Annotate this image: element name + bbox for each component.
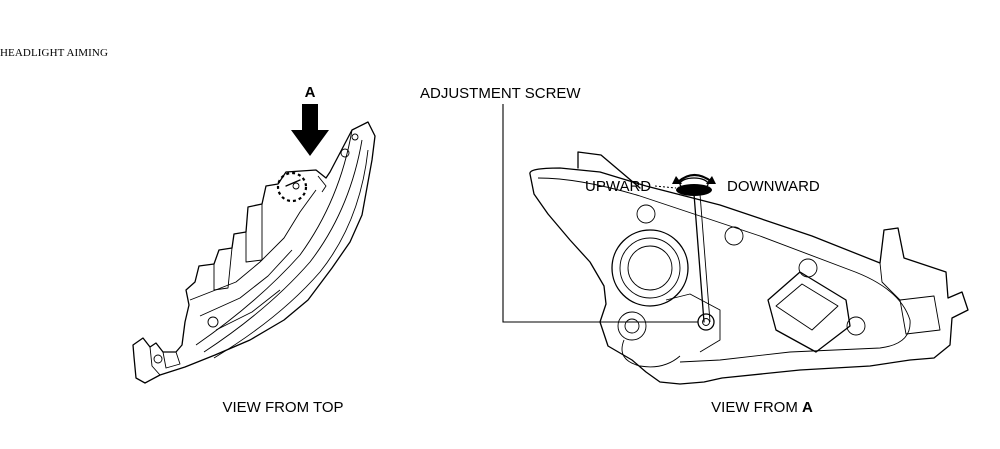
- caption-view-from-a: VIEW FROM A: [711, 399, 813, 416]
- downward-label: DOWNWARD: [727, 178, 820, 195]
- upward-leader: [654, 185, 677, 189]
- caption-view-from-top: VIEW FROM TOP: [222, 399, 343, 416]
- adjustment-screw-leader: [502, 104, 698, 323]
- view-arrow-label: A: [305, 84, 316, 101]
- adjustment-screw-label: ADJUSTMENT SCREW: [420, 85, 581, 102]
- caption-view-from-a-letter: A: [802, 399, 813, 416]
- caption-view-from-a-prefix: VIEW FROM: [711, 399, 802, 416]
- page-title: HEADLIGHT AIMING: [0, 47, 109, 59]
- headlight-front-view: [529, 151, 969, 385]
- upward-label: UPWARD: [585, 178, 651, 195]
- view-direction-arrow: [291, 104, 329, 156]
- headlight-top-view: [132, 121, 376, 384]
